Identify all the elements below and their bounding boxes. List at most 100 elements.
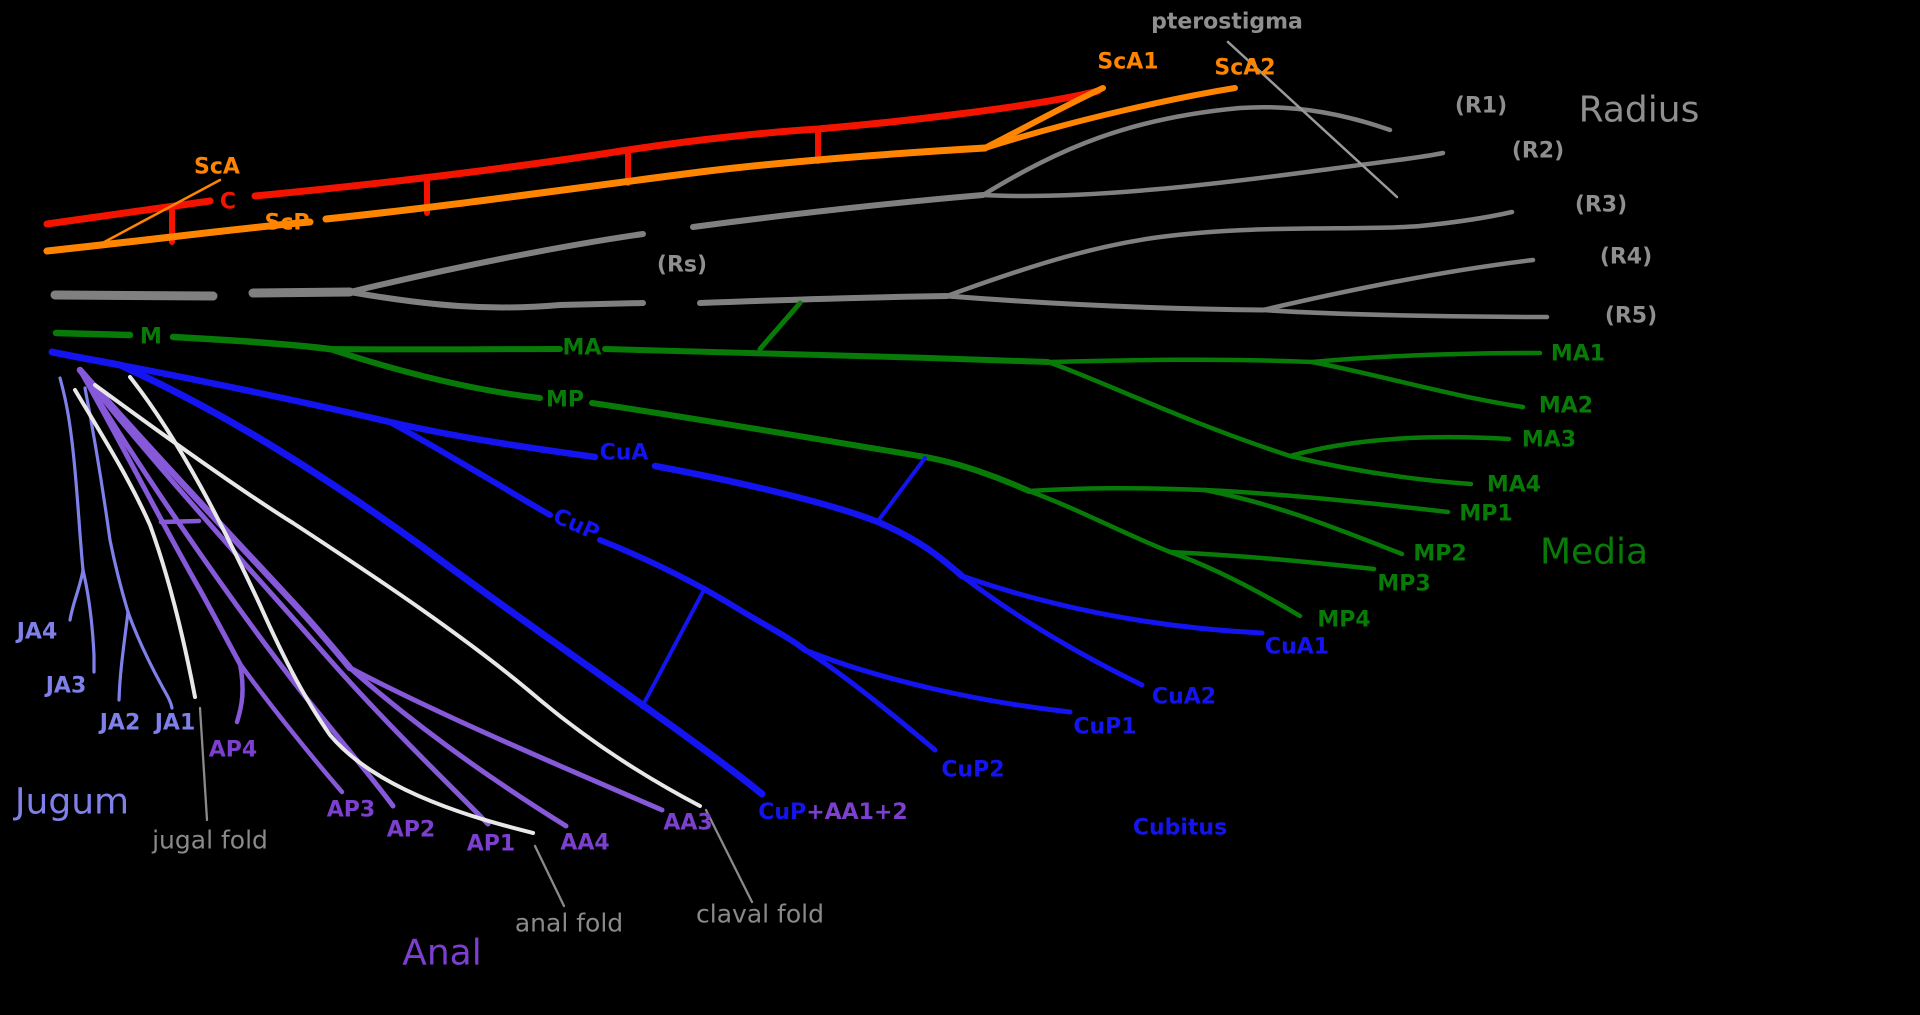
subcosta-vein-group — [43, 85, 1238, 255]
radius-anterior-stem — [347, 192, 986, 295]
cubitoanal-crossvein — [640, 586, 707, 709]
cua1-vein — [959, 573, 1265, 636]
r1-vein — [980, 104, 1393, 198]
label-mp: MP — [546, 388, 584, 413]
label-scp: ScP — [264, 211, 309, 236]
label-cup-aa12: CuP+AA1+2 — [758, 800, 907, 825]
media-vein-group — [52, 300, 1543, 619]
jugal-fold-line — [73, 388, 197, 699]
label-m: M — [140, 325, 162, 350]
radius-posterior-stem — [347, 289, 950, 311]
label-ap4: AP4 — [209, 738, 257, 763]
costa-vein-group — [43, 87, 1102, 245]
mp1-mp2-stem — [1026, 485, 1208, 494]
aa3-vein — [347, 665, 665, 813]
label-costa: C — [220, 190, 236, 215]
label-aa4: AA4 — [560, 831, 609, 856]
r3-vein — [944, 209, 1515, 299]
jugal-vein-group — [58, 376, 174, 710]
mp4-vein — [1167, 549, 1303, 619]
costa-vein — [43, 87, 1102, 228]
ja4-vein — [68, 568, 85, 622]
ma1-vein — [1309, 350, 1543, 365]
cua2-vein — [959, 573, 1145, 688]
label-cua1: CuA1 — [1265, 635, 1329, 660]
label-cua2: CuA2 — [1152, 685, 1216, 710]
mp3-vein — [1167, 549, 1377, 572]
costal-crossveins — [169, 128, 821, 245]
jugal-fold-leader — [198, 706, 209, 822]
radio-medial-crossvein — [757, 300, 803, 352]
mediocubital-crossvein — [876, 456, 927, 523]
label-mp3: MP3 — [1377, 572, 1430, 597]
label-r3: (R3) — [1575, 193, 1627, 218]
anal-fold-line — [128, 375, 535, 835]
label-cua: CuA — [600, 441, 649, 466]
label-ma: MA — [563, 336, 602, 361]
label-ap3: AP3 — [327, 798, 375, 823]
label-aa3: AA3 — [663, 811, 712, 836]
mp-vein — [327, 346, 1032, 494]
ma-vein — [327, 346, 1051, 365]
label-sca1: ScA1 — [1097, 50, 1158, 75]
label-ja2: JA2 — [98, 711, 141, 736]
anal-crossvein — [158, 518, 202, 525]
label-sca2: ScA2 — [1214, 56, 1275, 81]
ja2-vein — [117, 610, 130, 702]
media-stem — [52, 329, 334, 353]
aa3-aa4-stem — [76, 366, 354, 672]
label-ja3: JA3 — [44, 674, 87, 699]
label-ja4: JA4 — [15, 620, 58, 645]
label-r1: (R1) — [1455, 94, 1507, 119]
ma3-vein — [1287, 434, 1512, 459]
mp1-vein — [1202, 487, 1451, 515]
cubitus-vein-group — [48, 348, 1265, 798]
sca2-branch — [982, 85, 1238, 151]
label-r2: (R2) — [1512, 139, 1564, 164]
label-ap2: AP2 — [387, 818, 435, 843]
label-r5: (R5) — [1605, 304, 1657, 329]
label-claval-fold: claval fold — [696, 900, 824, 929]
mp3-mp4-stem — [1026, 488, 1173, 555]
label-jugal-fold: jugal fold — [151, 826, 268, 855]
label-mp1: MP1 — [1459, 502, 1512, 527]
r5-vein — [1260, 307, 1550, 320]
ja1-ja2-stem — [83, 386, 130, 614]
cup-aa12-fused-vein — [116, 361, 766, 798]
ja1-vein — [126, 610, 174, 710]
r4-vein — [1260, 257, 1536, 313]
fold-line-group — [73, 375, 754, 908]
anal-fold-leader — [533, 844, 566, 908]
radius-base-bar — [50, 287, 355, 301]
sca-leader-line — [93, 178, 222, 249]
label-ma2: MA2 — [1539, 394, 1593, 419]
r4-r5-stem — [944, 293, 1266, 313]
label-sca: ScA — [194, 155, 240, 180]
pterostigma-leader-line — [1226, 40, 1399, 199]
ap4-vein — [234, 661, 245, 725]
mp2-vein — [1202, 487, 1405, 557]
label-anal-fold: anal fold — [515, 909, 623, 938]
cup2-vein — [802, 647, 938, 753]
label-radius: Radius — [1579, 90, 1700, 131]
label-r4: (R4) — [1600, 245, 1652, 270]
scp-vein — [43, 144, 989, 255]
label-mp4: MP4 — [1317, 608, 1370, 633]
r2-vein — [980, 150, 1446, 199]
ap1-vein — [77, 367, 491, 827]
ja3-ja4-stem — [58, 376, 85, 572]
label-cup1: CuP1 — [1073, 715, 1136, 740]
label-group: ScA C ScP ScA1 ScA2 pterostigma (R1) (R2… — [13, 10, 1699, 974]
label-mp2: MP2 — [1413, 542, 1466, 567]
label-cup2: CuP2 — [941, 758, 1004, 783]
label-cubitus: Cubitus — [1133, 816, 1227, 841]
label-ma1: MA1 — [1551, 342, 1605, 367]
ma1-ma2-stem — [1045, 357, 1315, 365]
label-anal: Anal — [402, 933, 482, 974]
claval-fold-line — [93, 383, 702, 808]
ma4-vein — [1287, 453, 1474, 487]
ma3-ma4-stem — [1045, 359, 1293, 459]
label-cup: CuP — [549, 504, 603, 546]
